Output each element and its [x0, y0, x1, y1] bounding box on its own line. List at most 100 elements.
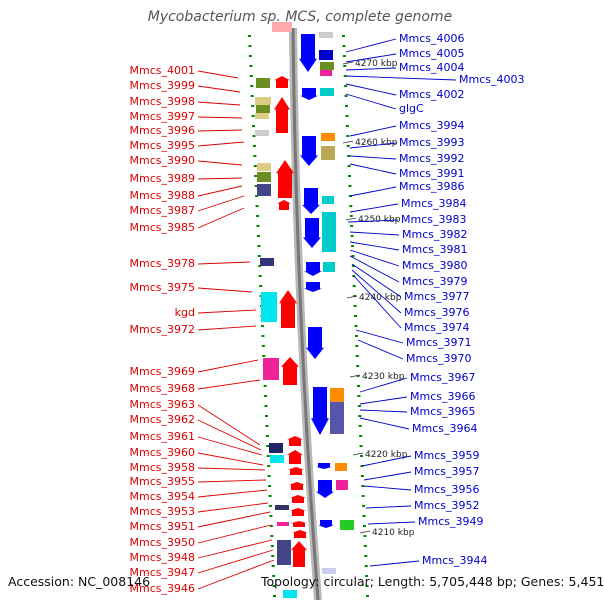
gene-label-left: Mmcs_3954: [130, 490, 195, 503]
tick-mark-left: [269, 525, 273, 527]
tick-mark-right: [348, 175, 351, 177]
leader-line-right: [347, 219, 399, 223]
leader-line-left: [197, 185, 243, 197]
forward-gene-arrow: [277, 200, 291, 210]
gene-label-left: Mmcs_3950: [130, 536, 195, 549]
tick-mark-right: [362, 515, 366, 517]
tick-mark-right: [354, 325, 358, 327]
gene-block-forward: [255, 113, 269, 119]
tick-mark-right: [364, 565, 368, 567]
kbp-label: 4210 kbp: [372, 528, 415, 538]
gene-label-left: Mmcs_3958: [130, 461, 195, 474]
tick-mark-right: [351, 265, 355, 267]
tick-mark-right: [349, 215, 353, 217]
tick-mark-right: [343, 65, 347, 67]
gene-label-left: Mmcs_3997: [130, 110, 195, 123]
leader-line-right: [359, 377, 408, 393]
reverse-gene-arrow: [303, 218, 321, 248]
tick-mark-right: [349, 205, 353, 207]
leader-line-left: [197, 502, 269, 513]
reverse-gene-arrow: [316, 463, 332, 469]
leader-line-right: [345, 67, 397, 71]
gene-label-left: Mmcs_3985: [130, 221, 195, 234]
gene-block-forward: [275, 505, 289, 510]
accession-text: Accession: NC_008146: [8, 574, 151, 589]
forward-gene-arrow: [291, 541, 307, 567]
reverse-gene-arrow: [300, 88, 318, 100]
gene-label-left: Mmcs_3972: [130, 323, 195, 336]
reverse-gene-arrow: [302, 188, 320, 214]
gene-label-right: Mmcs_3984: [401, 197, 466, 210]
leader-line-left: [197, 116, 243, 119]
gene-label-right: Mmcs_3974: [404, 321, 469, 334]
reverse-gene-arrow: [318, 520, 334, 528]
tick-mark-left: [273, 595, 276, 597]
gene-block-reverse: [321, 133, 335, 141]
gene-label-left: Mmcs_3953: [130, 505, 195, 518]
leader-line-right: [349, 163, 397, 175]
gene-block-forward: [263, 358, 279, 380]
tick-mark-left: [271, 555, 275, 557]
gene-block-reverse: [320, 70, 332, 76]
tick-mark-right: [352, 275, 356, 277]
reverse-gene-arrow: [306, 327, 324, 359]
gene-block-reverse: [340, 520, 354, 530]
leader-line-right: [349, 142, 397, 149]
leader-line-right: [363, 471, 412, 481]
tick-mark-right: [353, 295, 357, 297]
leader-line-right: [353, 275, 402, 329]
tick-mark-left: [258, 265, 262, 267]
tick-mark-right: [365, 575, 369, 577]
leader-line-left: [197, 195, 245, 212]
tick-mark-left: [265, 435, 269, 437]
tick-mark-right: [360, 465, 364, 467]
kbp-label: 4240 kbp: [359, 293, 402, 303]
kbp-label: 4230 kbp: [362, 372, 405, 382]
tick-mark-left: [259, 285, 263, 287]
tick-mark-right: [358, 425, 362, 427]
gene-block-forward: [257, 172, 271, 182]
gene-block-forward: [257, 163, 271, 171]
tick-mark-right: [364, 555, 368, 557]
gene-label-left: Mmcs_3969: [130, 365, 195, 378]
forward-gene-arrow: [274, 97, 290, 133]
gene-label-left: kgd: [175, 306, 195, 319]
tick-mark-right: [347, 165, 351, 167]
tick-mark-right: [358, 415, 362, 417]
gene-label-right: Mmcs_3964: [412, 422, 477, 435]
leader-line-left: [197, 511, 271, 528]
kbp-tick: [352, 452, 364, 456]
leader-line-left: [197, 479, 267, 483]
gene-block-reverse: [320, 62, 334, 70]
tick-mark-right: [345, 115, 349, 117]
tick-mark-left: [257, 245, 261, 247]
tick-mark-left: [260, 325, 264, 327]
gene-label-right: Mmcs_3949: [418, 515, 483, 528]
gene-block-forward: [255, 97, 271, 105]
tick-mark-left: [252, 145, 256, 147]
forward-gene-arrow: [289, 482, 305, 490]
leader-line-right: [349, 249, 400, 267]
gene-block-reverse: [321, 146, 335, 160]
tick-mark-right: [344, 85, 348, 87]
tick-mark-right: [355, 345, 359, 347]
tick-mark-right: [342, 35, 345, 37]
kbp-label: 4220 kbp: [365, 450, 408, 460]
tick-mark-left: [251, 105, 255, 107]
tick-mark-left: [256, 225, 260, 227]
gene-label-left: Mmcs_3960: [130, 446, 195, 459]
leader-line-right: [359, 396, 408, 405]
gene-label-right: Mmcs_3944: [422, 554, 487, 567]
gene-label-right: glgC: [399, 102, 424, 115]
gene-block-reverse: [323, 262, 335, 272]
gene-block-forward: [260, 258, 274, 266]
leader-line-left: [197, 419, 262, 451]
tick-mark-right: [357, 385, 360, 387]
gene-block-forward: [256, 105, 270, 113]
leader-line-left: [197, 141, 245, 147]
genome-backbone-core: [291, 27, 320, 600]
forward-gene-arrow: [279, 290, 297, 328]
tick-mark-left: [268, 495, 272, 497]
tick-mark-left: [265, 425, 269, 427]
tick-mark-left: [253, 155, 257, 157]
